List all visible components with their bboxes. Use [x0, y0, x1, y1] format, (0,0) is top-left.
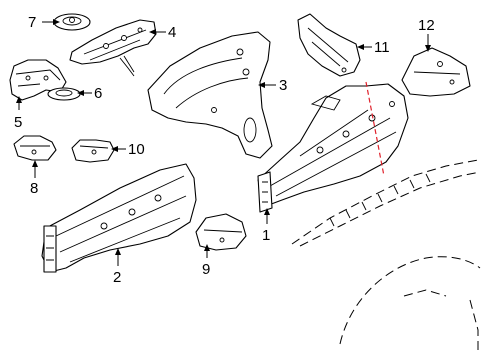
fender-outline: [291, 159, 481, 350]
part-1-rail-assembly: [257, 83, 409, 213]
callout-6: 6: [94, 85, 102, 102]
part-4-upper-rail: [69, 19, 157, 77]
callout-labels: 7 4 3 6 5 10 8 11 12 1 2 9: [14, 14, 435, 286]
callout-2: 2: [113, 269, 121, 286]
part-10-bracket: [71, 139, 115, 163]
callout-10: 10: [128, 141, 145, 158]
part-11-upper-panel: [297, 13, 361, 77]
part-7-disc: [53, 13, 91, 31]
leader-lines: [16, 19, 431, 266]
part-3-wheelhouse: [147, 31, 273, 159]
callout-12: 12: [418, 17, 435, 34]
callout-9: 9: [202, 261, 210, 278]
callout-4: 4: [168, 24, 176, 41]
part-2-lower-rail: [41, 163, 197, 273]
callout-11: 11: [374, 39, 390, 56]
part-9-lower-bracket: [195, 213, 247, 251]
part-8-mount: [13, 135, 57, 161]
part-12-gusset: [401, 47, 471, 97]
callout-7: 7: [28, 14, 36, 31]
callout-3: 3: [279, 77, 287, 94]
callout-8: 8: [30, 180, 38, 197]
callout-5: 5: [14, 114, 22, 131]
part-6-plug: [47, 87, 81, 101]
callout-1: 1: [262, 227, 270, 244]
